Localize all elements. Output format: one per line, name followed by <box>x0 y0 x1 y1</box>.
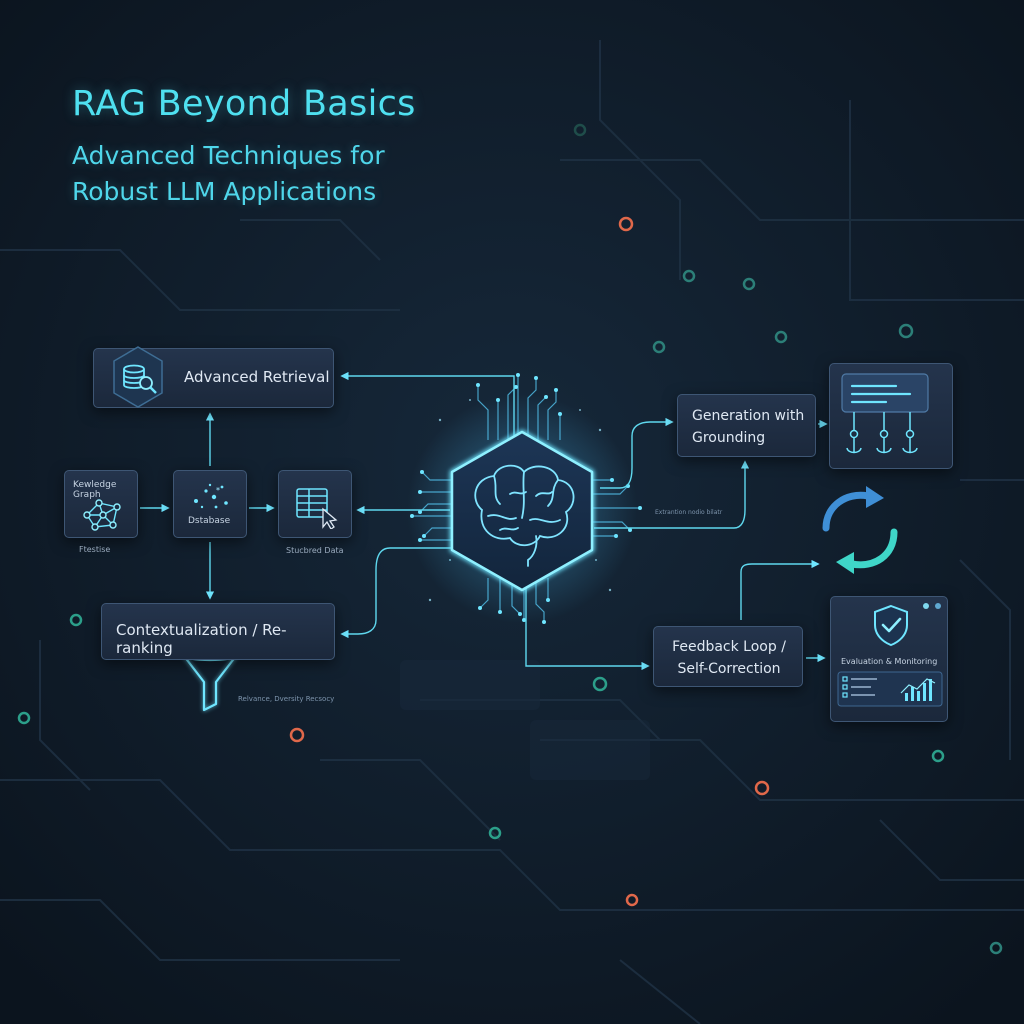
anchor-icon <box>841 373 929 454</box>
node-feedback-loop-label: Feedback Loop / Self-Correction <box>672 639 786 677</box>
node-knowledge-graph-label: Kewledge Graph <box>73 480 117 500</box>
refresh-cycle-icon <box>822 486 898 574</box>
node-database[interactable]: * Dstabase <box>173 470 247 538</box>
node-feedback-loop[interactable]: Feedback Loop / Self-Correction <box>653 626 803 687</box>
grounding-caption: Extrantion nodio bilatr <box>655 509 723 516</box>
table-cursor-icon <box>296 488 338 529</box>
node-grounding-anchors[interactable] <box>829 363 953 469</box>
knowledge-graph-caption: Ftestise <box>79 545 111 554</box>
network-graph-icon <box>83 499 121 531</box>
central-llm-chip <box>407 394 637 624</box>
circuit-traces <box>0 40 1024 1024</box>
node-generation[interactable]: Generation with Grounding <box>677 394 816 457</box>
window-dot <box>923 603 929 609</box>
svg-text:*: * <box>216 486 220 495</box>
scatter-dots-icon: * <box>194 483 228 509</box>
decor-dots <box>17 123 1003 955</box>
brain-icon <box>474 464 575 567</box>
node-contextualization-label: Contextualization / Re-ranking <box>116 621 287 657</box>
page-title: RAG Beyond Basics <box>72 84 416 124</box>
node-structured-data-label: Stucbred Data <box>286 546 344 555</box>
node-database-label: Dstabase <box>188 516 231 526</box>
page-subtitle: Advanced Techniques for Robust LLM Appli… <box>72 141 385 206</box>
node-evaluation[interactable]: Evaluation & Monitoring <box>830 596 948 722</box>
shield-check-icon <box>874 604 908 647</box>
node-advanced-retrieval-label: Advanced Retrieval <box>184 368 330 386</box>
window-dot <box>935 603 941 609</box>
node-evaluation-label: Evaluation & Monitoring <box>841 657 938 666</box>
node-advanced-retrieval[interactable]: Advanced Retrieval <box>93 346 334 408</box>
node-generation-label: Generation with Grounding <box>692 408 805 446</box>
node-contextualization[interactable]: Contextualization / Re-ranking <box>101 603 335 660</box>
database-search-icon <box>113 346 163 408</box>
node-structured-data[interactable] <box>278 470 352 538</box>
dashboard-chart-icon <box>837 671 943 707</box>
node-knowledge-graph[interactable]: Kewledge Graph <box>64 470 138 538</box>
rerank-caption: Relvance, Dversity Recsocy <box>238 695 335 703</box>
